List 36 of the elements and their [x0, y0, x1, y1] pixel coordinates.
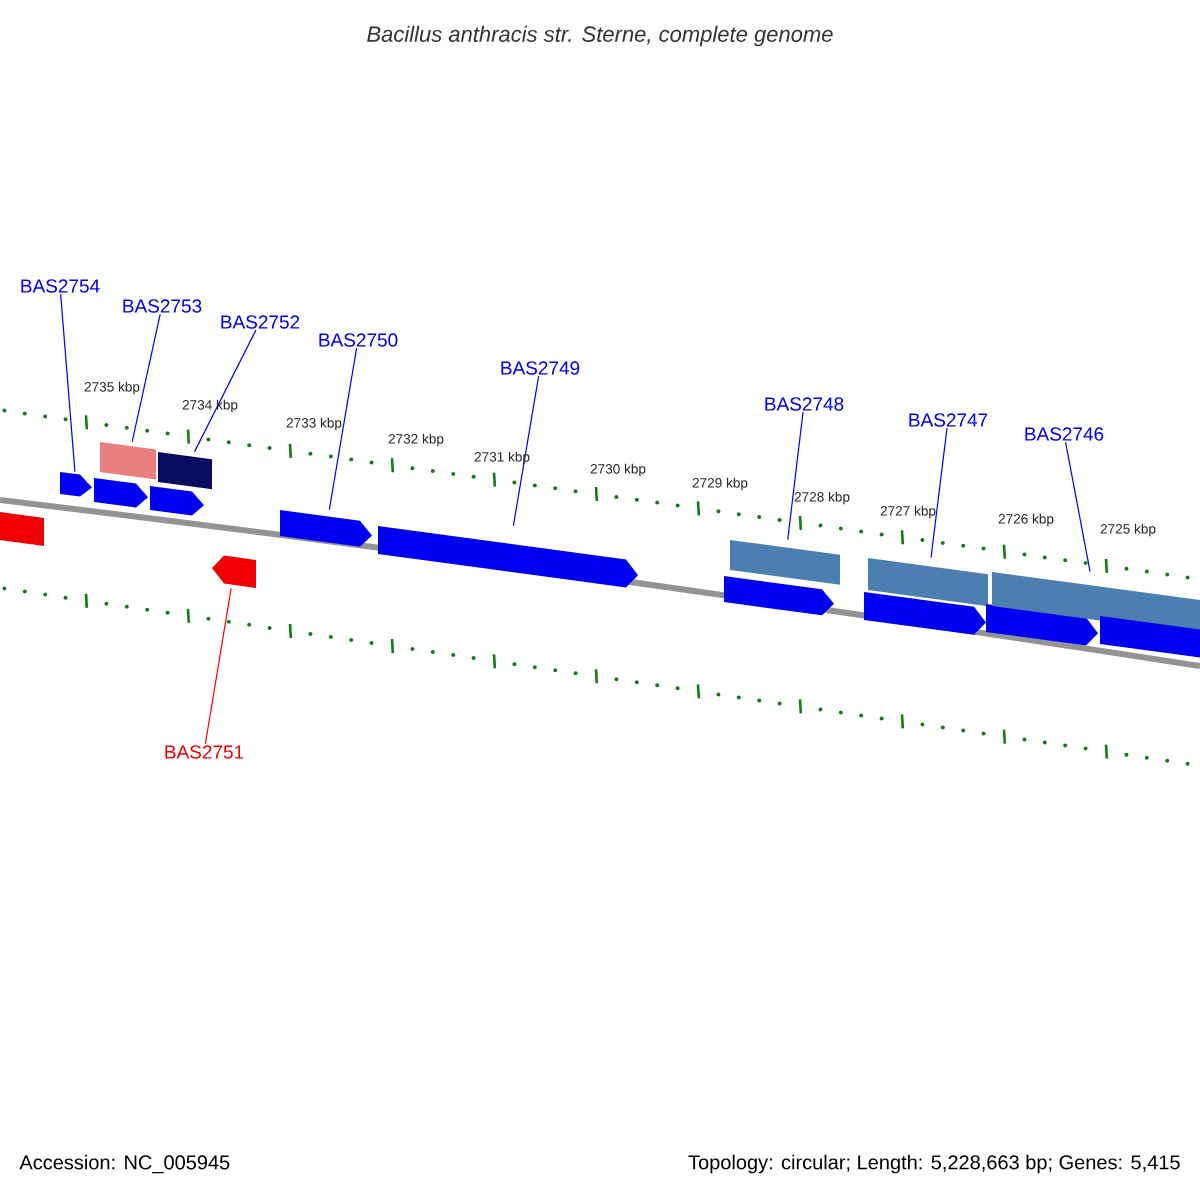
leader-line [204, 587, 232, 745]
gene-bar [730, 540, 840, 585]
leader-line [60, 293, 76, 473]
footer-text: Accession: NC_005945 [19, 1154, 230, 1174]
gene-feature [378, 526, 638, 588]
gene-label: BAS2751 [165, 745, 244, 759]
leader-line [328, 347, 358, 511]
gene-feature [280, 510, 372, 547]
leader-line [930, 427, 948, 559]
gene-bar [992, 572, 1200, 634]
gene-feature [724, 576, 834, 616]
leader-line [194, 329, 257, 453]
gene-label: BAS2749 [501, 361, 580, 375]
gene-bar [100, 442, 156, 480]
leader-line [131, 313, 161, 443]
title: Bacillus anthracis str. Sterne, complete genome [367, 25, 833, 47]
gene-label: BAS2754 [21, 279, 100, 293]
gene-feature [864, 592, 986, 635]
gene-label: BAS2753 [123, 299, 202, 313]
gene-label: BAS2748 [765, 397, 844, 411]
gene-bar [158, 452, 212, 490]
gene-bar [868, 558, 988, 607]
gene-label: BAS2747 [909, 413, 988, 427]
leader-line [512, 375, 540, 527]
gene-label: BAS2750 [319, 333, 398, 347]
gene-feature [212, 555, 256, 588]
gene-label: BAS2752 [221, 315, 300, 329]
gene-bar [0, 512, 44, 546]
gene-bar [1100, 616, 1200, 658]
gene-feature [986, 604, 1098, 646]
gene-label: BAS2746 [1025, 427, 1104, 441]
leader-line [1064, 441, 1091, 573]
gene-feature [60, 472, 92, 497]
gene-feature [150, 486, 204, 516]
leader-line [787, 411, 804, 541]
footer-text: Topology: circular; Length: 5,228,663 bp; Genes: 5,415 [688, 1154, 1180, 1174]
